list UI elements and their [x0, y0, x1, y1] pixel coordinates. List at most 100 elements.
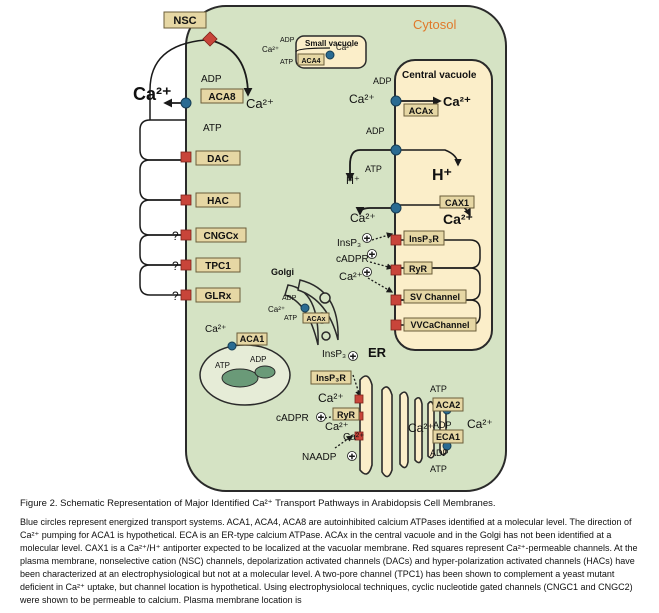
sv-channel-label: SV Channel: [410, 292, 460, 302]
adp-h-label: ADP: [366, 126, 385, 136]
plus-marker-5: +: [349, 452, 356, 461]
glrx-label: GLRx: [205, 291, 232, 302]
aca8-label: ACA8: [208, 92, 236, 103]
atp-golgi-label: ATP: [284, 315, 297, 322]
ca2-acax-vacuole: Ca²⁺: [443, 94, 471, 109]
tpc1-channel: [180, 259, 192, 271]
cadpr-er-label: cADPR: [276, 413, 309, 424]
er-label: ER: [368, 345, 387, 360]
naadp-er-channel: [354, 431, 364, 441]
question-glrx: ?: [172, 289, 179, 303]
atp-aca8-label: ATP: [203, 123, 222, 134]
h-vacuole-label: H⁺: [432, 167, 452, 184]
ca2-cytosol-label: Ca²⁺: [246, 96, 274, 111]
atp-aca4-label: ATP: [280, 59, 293, 66]
ca2-cax1-vacuole: Ca²⁺: [443, 211, 473, 227]
eca1-label: ECA1: [436, 432, 460, 442]
adp-aca2-label: ADP: [433, 420, 452, 430]
adp-acax-label: ADP: [373, 76, 392, 86]
cax1-label: CAX1: [445, 198, 469, 208]
tpc1-label: TPC1: [205, 261, 231, 272]
signal-arrows: [324, 232, 394, 449]
adp-eca1-label: ADP: [430, 448, 449, 458]
hac-channel: [180, 194, 192, 206]
ca2-golgi-label: Ca²⁺: [268, 305, 285, 314]
central-vacuole-label: Central vacuole: [402, 70, 477, 81]
acax-vacuole-label: ACAx: [409, 106, 434, 116]
naadp-label: NAADP: [302, 452, 337, 463]
sv-channel: [390, 294, 402, 306]
dac-channel: [180, 151, 192, 163]
adp-aca4-label: ADP: [280, 37, 295, 44]
hac-label: HAC: [207, 196, 229, 207]
ca2-aca4-right: Ca²⁺: [336, 43, 353, 52]
ca2-er-ryr: Ca²⁺: [325, 421, 349, 433]
ca2-aca4-left: Ca²⁺: [262, 45, 279, 54]
ca2-cytosol-eca: Ca²⁺: [467, 417, 493, 431]
vvca-channel-label: VVCaChannel: [410, 320, 469, 330]
acax-vacuole-pump: [390, 95, 402, 107]
plus-marker-0: +: [364, 234, 371, 243]
plus-marker-2: +: [364, 268, 371, 277]
chloroplast: [199, 344, 291, 406]
vvca-channel: [390, 319, 402, 331]
aca1-label: ACA1: [240, 334, 265, 344]
insp3r-vacuole-channel: [390, 234, 402, 246]
atp-aca1-label: ATP: [215, 361, 230, 370]
plus-marker-4: +: [318, 413, 325, 422]
aca4-pump: [325, 50, 335, 60]
h-cytosol-label: H⁺: [346, 175, 360, 187]
atp-eca1-label: ATP: [430, 464, 447, 474]
ca2-er-naadp: Ca²⁺: [343, 432, 364, 443]
calcium-transport-diagram: + + + + + + NSC Cytosol Ca²⁺ ADP ACA8 Ca²⁺ AT…: [133, 5, 507, 492]
glrx-channel: [180, 289, 192, 301]
calcium-channels: [180, 31, 402, 441]
ryr-er-label: RyR: [337, 410, 356, 420]
insp3-er-label: InsP₃: [322, 349, 346, 360]
small-vacuole-label: Small vacuole: [305, 39, 359, 48]
adp-aca8-label: ADP: [201, 74, 222, 85]
h-atpase-pump: [390, 144, 402, 156]
atp-h-label: ATP: [365, 164, 382, 174]
ca2-aca1-label: Ca²⁺: [205, 324, 226, 335]
ca2-extracellular-label: Ca²⁺: [133, 84, 172, 104]
label-boxes: [163, 11, 477, 444]
insp3r-vacuole-label: InsP₃R: [409, 234, 439, 244]
ca2-acax-cytosol: Ca²⁺: [349, 92, 375, 106]
nsc-channel: [202, 31, 218, 47]
ryr-vacuole-label: RyR: [409, 264, 428, 274]
insp3-vacuole-label: InsP₃: [337, 238, 361, 249]
golgi-apparatus: [284, 279, 339, 346]
cytosol-label: Cytosol: [413, 17, 456, 32]
cngcx-channel: [180, 229, 192, 241]
caption-body: Blue circles represent energized transpo…: [20, 517, 638, 605]
figure-caption: Figure 2. Schematic Representation of Ma…: [20, 497, 640, 613]
insp3r-er-channel: [354, 394, 364, 404]
ca2-er-lumen: Ca²⁺: [408, 421, 434, 435]
aca2-label: ACA2: [436, 400, 461, 410]
question-cngcx: ?: [172, 229, 179, 243]
plus-marker-1: +: [369, 250, 376, 259]
adp-golgi-label: ADP: [282, 295, 297, 302]
ryr-vacuole-channel: [390, 264, 402, 276]
ca2-cax1-cytosol: Ca²⁺: [350, 211, 376, 225]
dac-label: DAC: [207, 154, 229, 165]
acax-golgi-label: ACAx: [306, 316, 325, 323]
acax-golgi-pump: [300, 303, 310, 313]
adp-aca1-label: ADP: [250, 355, 266, 364]
caption-title: Figure 2. Schematic Representation of Ma…: [20, 498, 496, 509]
activation-markers: + + + + + +: [316, 233, 377, 461]
cngcx-label: CNGCx: [203, 231, 238, 242]
aca4-label: ACA4: [301, 58, 320, 65]
cadpr-vacuole-label: cADPR: [336, 254, 369, 265]
aca1-pump: [227, 341, 237, 351]
ca2-er-insp3r: Ca²⁺: [318, 391, 344, 405]
nsc-label: NSC: [173, 15, 196, 27]
atp-aca2-label: ATP: [430, 384, 447, 394]
aca8-pump: [180, 97, 192, 109]
plasma-membrane-loops: [139, 39, 206, 296]
ca2-vacuole-channel: Ca²⁺: [339, 271, 363, 283]
cax1-antiporter: [390, 202, 402, 214]
plus-marker-3: +: [350, 352, 357, 361]
question-tpc1: ?: [172, 259, 179, 273]
